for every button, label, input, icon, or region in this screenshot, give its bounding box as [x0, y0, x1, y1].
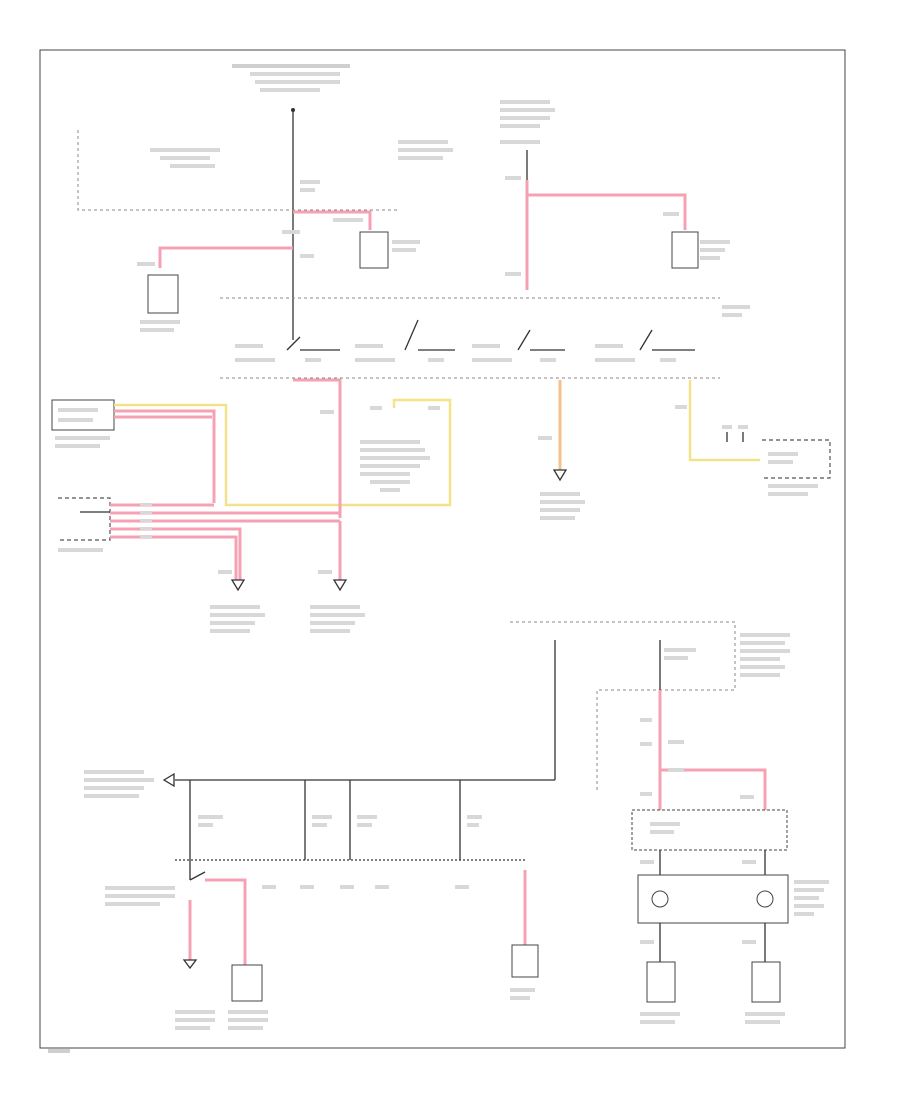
left-module-block — [51, 378, 452, 518]
top-center-connector — [359, 231, 389, 269]
junction-block-left — [58, 497, 365, 633]
switch-group-2 — [355, 319, 455, 362]
relay-switch-band — [220, 297, 750, 379]
switch-group-3 — [472, 329, 565, 362]
bottom-center-connector — [511, 944, 539, 978]
center-orange-drop — [538, 380, 585, 520]
bottom-fuse-section — [84, 621, 736, 1030]
bottom-left-connector — [231, 964, 263, 1002]
top-right-connector — [671, 231, 699, 269]
footer-code-mark — [48, 1049, 70, 1053]
bottom-right-fuse-relay — [631, 633, 829, 1024]
left-module-connector — [51, 399, 115, 431]
top-right-feed — [500, 100, 730, 290]
right-yellow-module — [675, 380, 831, 496]
left-lamp-connector — [147, 274, 179, 314]
motor-left-icon — [651, 890, 669, 908]
bottom-right-connector-2 — [751, 961, 781, 1003]
top-left-feed — [77, 64, 453, 340]
switch-group-1 — [235, 336, 340, 362]
diagram-frame — [39, 49, 846, 1049]
motor-right-icon — [756, 890, 774, 908]
bottom-right-connector-1 — [646, 961, 676, 1003]
switch-group-4 — [595, 329, 695, 362]
